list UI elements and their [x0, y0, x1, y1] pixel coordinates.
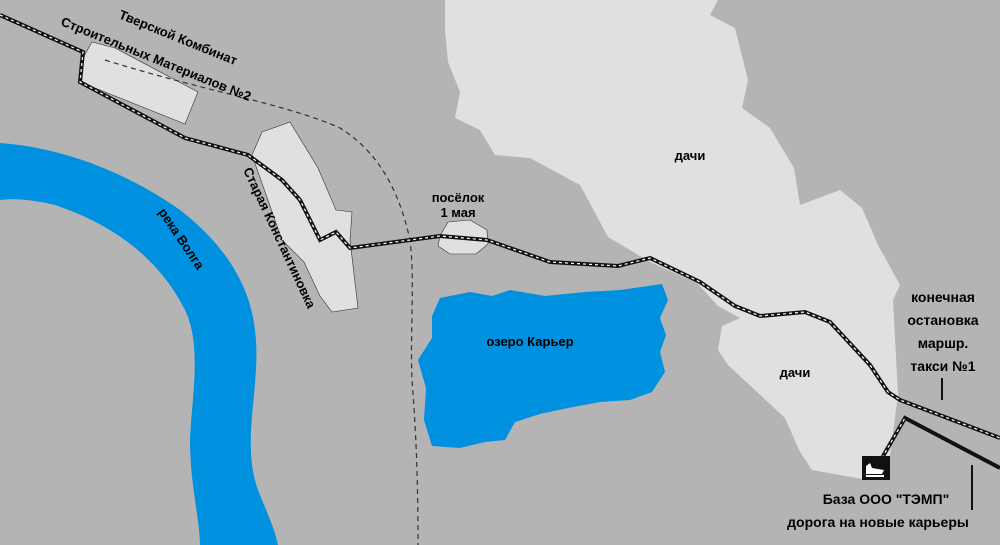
- label-lake: озеро Карьер: [486, 334, 573, 349]
- label-taxi-line4: такси №1: [910, 358, 975, 374]
- staraya-konstantinovka-area: [251, 121, 359, 313]
- lake-karier: [418, 284, 668, 448]
- main-road: [0, 13, 1000, 440]
- volga-river: [0, 143, 278, 545]
- label-poselok-line2: 1 мая: [440, 205, 475, 220]
- label-taxi-line2: остановка: [907, 312, 978, 328]
- dachi-north-area: [445, 0, 900, 318]
- label-new-road: дорога на новые карьеры: [787, 514, 969, 530]
- label-taxi-line1: конечная: [911, 289, 975, 305]
- road-to-new-quarries: [880, 415, 1000, 470]
- label-dachi-north: дачи: [675, 148, 706, 163]
- label-poselok-line1: посёлок: [432, 190, 485, 205]
- label-dachi-south: дачи: [780, 365, 811, 380]
- label-base: База ООО "ТЭМП": [823, 491, 950, 507]
- label-taxi-line3: маршр.: [918, 335, 969, 351]
- excavator-icon[interactable]: [862, 456, 890, 480]
- railway: [104, 59, 419, 545]
